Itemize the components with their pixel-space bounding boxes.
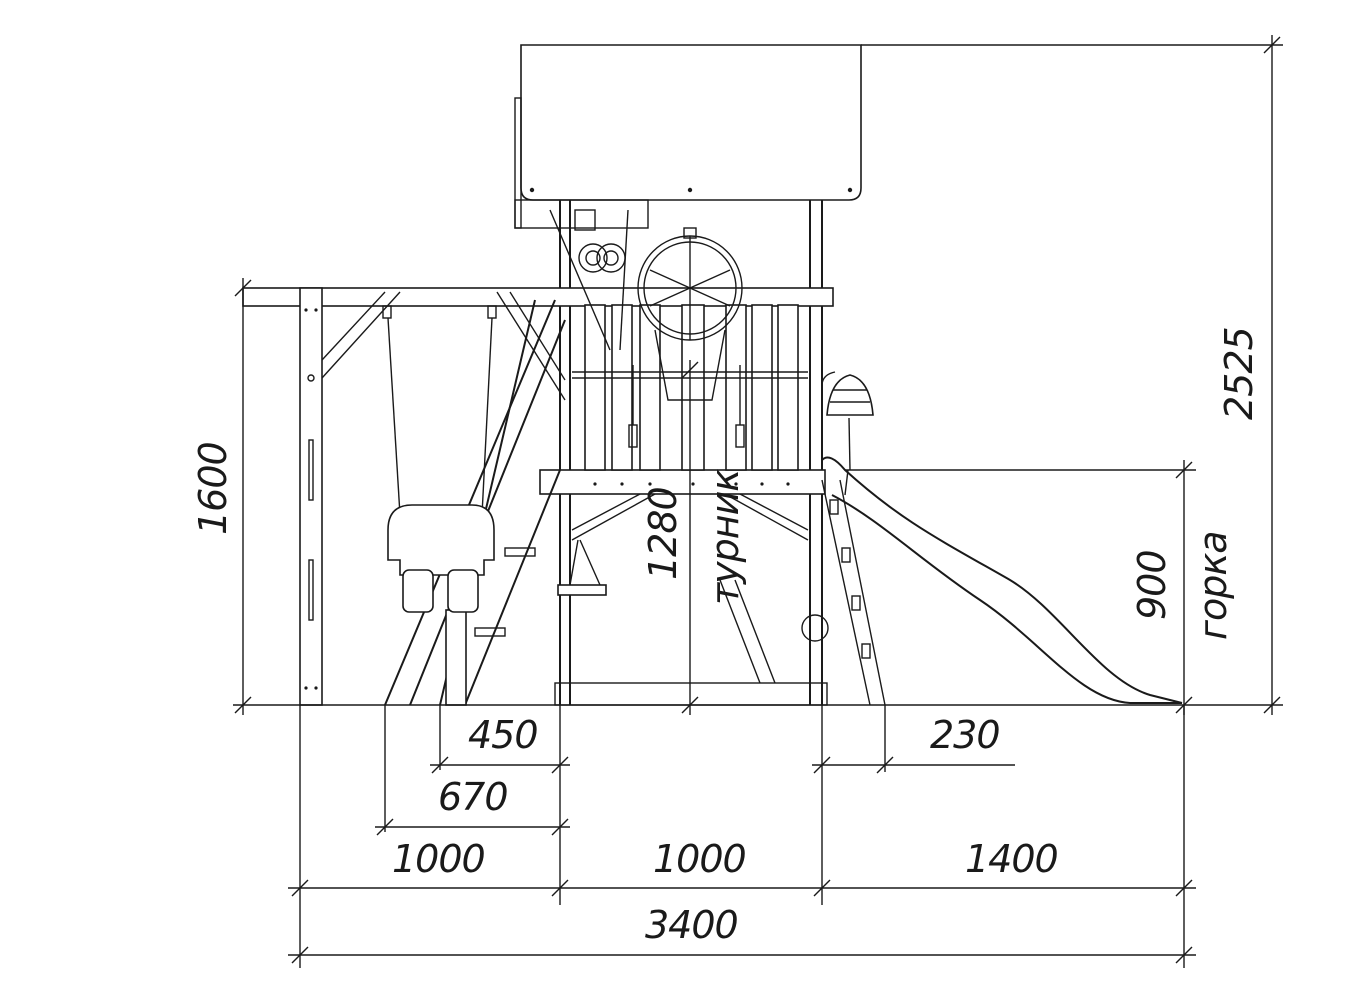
- dimension-2525: 2525: [861, 35, 1283, 715]
- baby-swing: [382, 305, 497, 613]
- dimension-segment-left-label: 1000: [392, 837, 485, 881]
- slide: [821, 456, 1183, 706]
- trapeze-bar: [557, 539, 607, 596]
- dimension-230-label: 230: [930, 713, 1000, 757]
- deck-railing: [572, 304, 808, 486]
- dimension-1600-label: 1600: [191, 442, 235, 535]
- dimension-3400: 3400: [288, 903, 1196, 964]
- dimension-670-label: 670: [438, 775, 508, 819]
- tower-diagonal-brace: [549, 209, 629, 351]
- dimension-segment-right-label: 1400: [965, 837, 1058, 881]
- swing-frame: [299, 287, 566, 706]
- dimension-900-label: 900: [1130, 550, 1174, 620]
- dimension-1280: 1280 турник: [641, 360, 747, 715]
- dimension-450: 450: [430, 705, 570, 905]
- dimension-segments: 1000 1000 1400: [288, 705, 1196, 968]
- dimension-1280-label: 1280: [641, 487, 685, 580]
- roof: [514, 44, 862, 229]
- dimension-segment-middle-label: 1000: [653, 837, 746, 881]
- binoculars: [574, 209, 626, 273]
- dimension-3400-label: 3400: [645, 903, 738, 947]
- bar-label: турник: [703, 469, 747, 605]
- bell: [821, 371, 874, 496]
- slide-label: горка: [1191, 531, 1235, 640]
- dimension-230: 230: [812, 705, 1015, 905]
- dimension-900: 900 горка: [845, 460, 1235, 715]
- dimension-450-label: 450: [468, 713, 538, 757]
- dimension-1600: 1600: [191, 278, 252, 715]
- dimension-670: 670: [375, 705, 570, 836]
- dimension-2525-label: 2525: [1217, 327, 1261, 420]
